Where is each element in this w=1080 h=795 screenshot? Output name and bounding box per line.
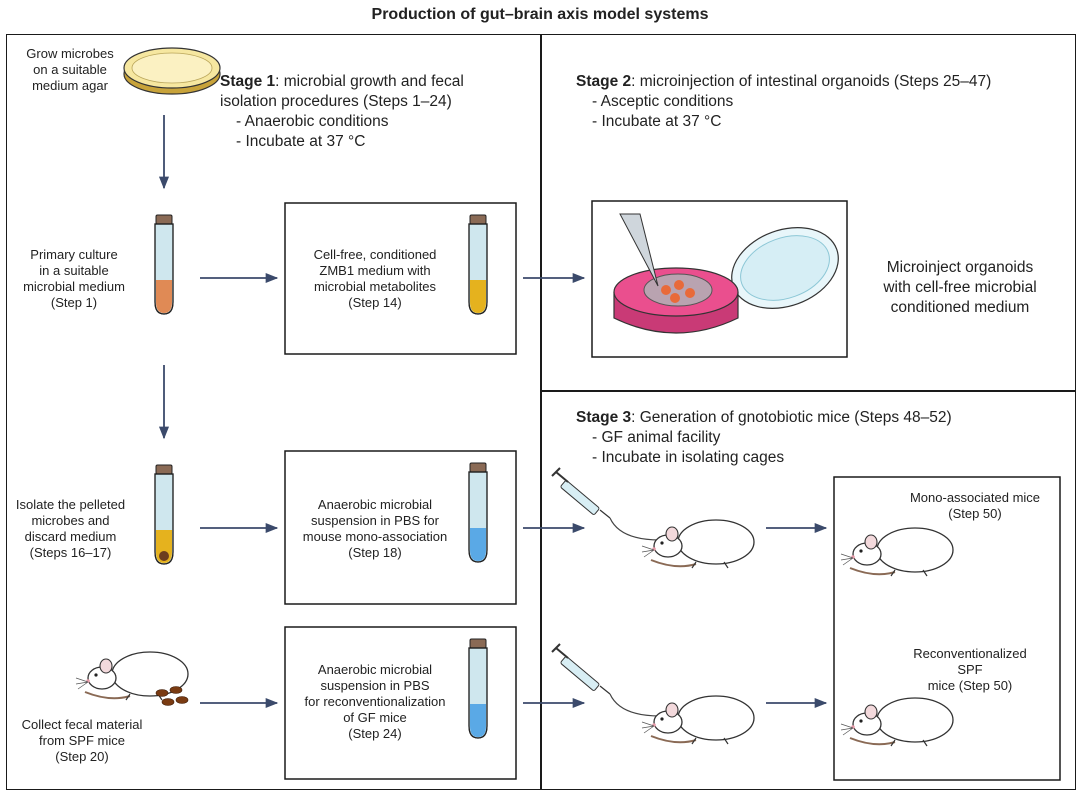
stage1-heading: Stage 1 [220,73,276,90]
stage3-panel [540,390,1076,790]
label-line: Reconventionalized [913,646,1027,661]
label-line: Cell-free, conditioned [313,247,437,262]
label-line: of GF mice [343,710,407,725]
isolate-pellet-label: Isolate the pelleted microbes and discar… [8,497,133,561]
stage1-bullet: - Anaerobic conditions [236,113,389,130]
label-line: Grow microbes [26,46,114,61]
stage3-text: Stage 3: Generation of gnotobiotic mice … [576,408,1066,468]
label-line: suspension in PBS for [311,513,439,528]
label-line: Microinject organoids [886,259,1034,276]
label-line: microbes and [31,513,110,528]
label-line: microbial metabolites [313,279,437,294]
label-line: (Step 18) [348,545,402,560]
grow-microbes-label: Grow microbes on a suitable medium agar [10,46,130,94]
stage1-text: Stage 1: microbial growth and fecal isol… [220,72,520,152]
stage1-bullet: - Incubate at 37 °C [236,133,366,150]
stage2-panel [540,34,1076,392]
syringe-reconv-icon [551,643,611,695]
label-line: medium agar [32,78,108,93]
gf-mouse-reconv-icon [641,695,755,745]
reconventionalized-mice-label: Reconventionalized SPF mice (Step 50) [895,646,1045,694]
label-line: suspension in PBS [320,678,430,693]
stage2-bullet: - Asceptic conditions [592,93,734,110]
label-line: SPF [957,662,983,677]
stage3-bullet: - Incubate in isolating cages [592,449,785,466]
reconv-suspension-tube-icon [468,638,488,739]
stage3-bullet: - GF animal facility [592,429,721,446]
label-line: conditioned medium [890,299,1030,316]
label-line: (Step 14) [348,295,402,310]
fecal-pellets-icon [155,686,189,706]
label-line: Primary culture [30,247,118,262]
reconventionalized-mouse-icon [840,697,954,747]
label-line: in a suitable [39,263,109,278]
collect-fecal-label: Collect fecal material from SPF mice (St… [12,717,152,765]
mono-associated-mouse-icon [840,527,954,577]
cellfree-medium-label: Cell-free, conditioned ZMB1 medium with … [290,247,460,311]
primary-culture-tube-icon [154,214,174,315]
label-line: Anaerobic microbial [317,662,433,677]
stage2-text: Stage 2: microinjection of intestinal or… [576,72,1066,132]
label-line: (Step 1) [50,295,98,310]
pellet-tube-icon [154,464,174,565]
organoid-dish-icon [613,213,839,334]
syringe-mono-icon [551,467,611,519]
label-line: mouse mono-association [302,529,448,544]
primary-culture-label: Primary culture in a suitable microbial … [14,247,134,311]
label-line: on a suitable [33,62,107,77]
stage1-panel [6,34,542,790]
stage2-heading: Stage 2 [576,73,632,90]
label-line: mice (Step 50) [927,678,1013,693]
label-line: from SPF mice [39,733,125,748]
mono-suspension-tube-icon [468,462,488,563]
label-line: (Step 50) [948,506,1002,521]
label-line: Mono-associated mice [909,490,1041,505]
label-line: discard medium [24,529,117,544]
mono-associated-mice-label: Mono-associated mice (Step 50) [895,490,1055,522]
figure-title: Production of gut–brain axis model syste… [371,6,709,23]
label-line: Isolate the pelleted [15,497,126,512]
label-line: (Steps 16–17) [29,545,112,560]
reconv-suspension-label: Anaerobic microbial suspension in PBS fo… [290,662,460,742]
agar-plate-icon [123,47,221,95]
microinject-label: Microinject organoids with cell-free mic… [850,258,1070,318]
label-line: Collect fecal material [21,717,143,732]
label-line: (Step 20) [55,749,109,764]
stage3-heading: Stage 3 [576,409,632,426]
label-line: with cell-free microbial [883,279,1037,296]
spf-mouse-icon [75,651,189,701]
label-line: Anaerobic microbial [317,497,433,512]
stage2-description: : microinjection of intestinal organoids… [631,73,992,90]
stage1-description: : microbial growth and fecal isolation p… [220,73,464,110]
label-line: (Step 24) [348,726,402,741]
stage3-description: : Generation of gnotobiotic mice (Steps … [631,409,952,426]
label-line: for reconventionalization [304,694,446,709]
mono-suspension-label: Anaerobic microbial suspension in PBS fo… [290,497,460,561]
cellfree-medium-tube-icon [468,214,488,315]
label-line: microbial medium [23,279,125,294]
stage2-bullet: - Incubate at 37 °C [592,113,722,130]
gf-mouse-mono-icon [641,519,755,569]
label-line: ZMB1 medium with [319,263,431,278]
